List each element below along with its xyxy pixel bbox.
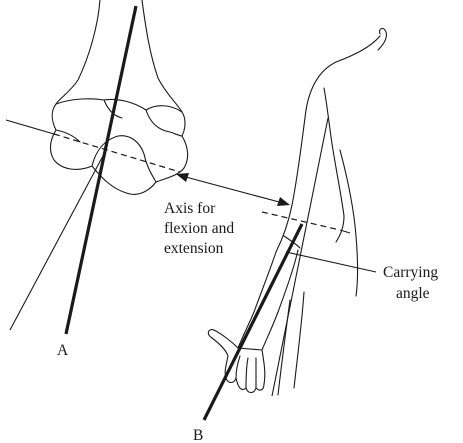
point-b-label: B	[193, 427, 203, 443]
carrying-angle-label-line1: Carrying	[383, 264, 438, 281]
point-a-label: A	[57, 342, 69, 359]
arrow-head-left	[176, 173, 189, 182]
humerus-shaft-right-edge	[142, 0, 182, 112]
axis-label-line3: extension	[164, 240, 224, 257]
carrying-angle-label-line2: angle	[396, 285, 430, 302]
arm-axis-lines	[204, 118, 350, 420]
upper-arm-inner-edge	[324, 88, 344, 242]
hip-line-right	[294, 292, 304, 388]
humerus-shaft-left-edge	[56, 0, 100, 104]
axis-label-line1: Axis for	[164, 200, 216, 217]
diagram-labels: Axis for flexion and extension Carrying …	[57, 200, 438, 443]
upper-arm-outer-edge	[276, 36, 380, 252]
arrow-shaft	[182, 176, 283, 203]
forearm-projection-line	[10, 154, 104, 330]
upper-arm-axis-line	[272, 118, 328, 396]
shoulder-tuft	[378, 28, 387, 50]
flexion-axis-left-solid	[6, 120, 54, 134]
humerus-distal-end	[50, 99, 187, 195]
humerus-bone-illustration	[50, 0, 187, 194]
arrow-head-right	[277, 197, 290, 206]
axis-label-line2: flexion and	[164, 220, 234, 237]
forearm-outer-edge	[238, 252, 276, 348]
arm-illustration	[208, 28, 386, 395]
torso-side-line	[340, 150, 358, 296]
